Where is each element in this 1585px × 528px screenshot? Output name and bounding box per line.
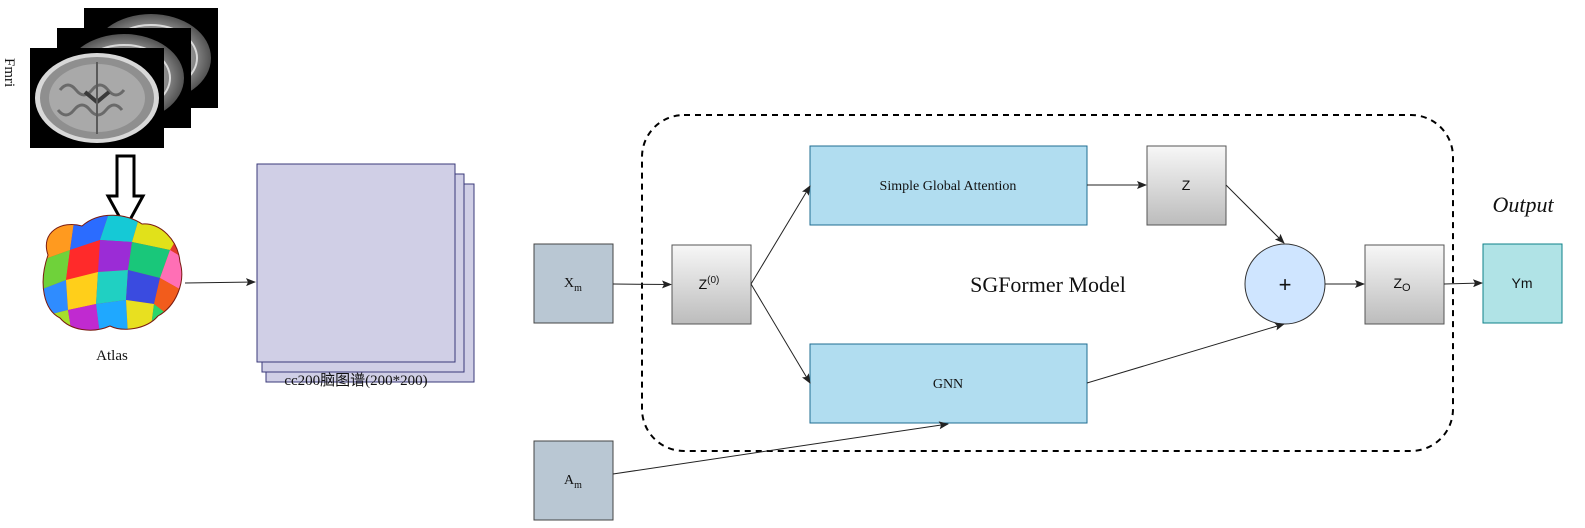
am-base: A	[564, 473, 575, 488]
am-input-box: Am	[533, 440, 614, 521]
am-sub: m	[574, 480, 582, 491]
zo-base: Z	[1393, 275, 1402, 291]
fmri-slice-stack	[30, 8, 218, 148]
z0-base: Z	[699, 276, 708, 292]
svg-text:Z(0): Z(0)	[699, 275, 720, 292]
output-heading: Output	[1492, 192, 1554, 217]
connectivity-matrix-stack	[256, 163, 475, 383]
sgformer-model-frame	[641, 114, 1454, 452]
atlas-brain-image	[42, 214, 183, 331]
gnn-block: GNN	[809, 343, 1088, 424]
sgformer-model-title: SGFormer Model	[970, 272, 1126, 297]
xm-sub: m	[574, 283, 582, 294]
arrow-z0-to-attention	[750, 185, 811, 285]
atlas-label: Atlas	[96, 348, 128, 364]
sum-node: +	[1244, 243, 1326, 325]
z0-box: Z(0)	[671, 244, 752, 325]
attention-label: Simple Global Attention	[880, 179, 1017, 194]
arrow-atlas-to-matrix	[184, 278, 256, 287]
fmri-slice-front	[30, 48, 164, 148]
xm-base: X	[564, 276, 574, 291]
z0-sup: (0)	[707, 275, 719, 286]
z-label: Z	[1182, 177, 1191, 193]
zo-box: ZO	[1364, 244, 1445, 325]
svg-text:ZO: ZO	[1393, 275, 1411, 294]
arrow-xm-to-z0	[612, 280, 672, 289]
xm-input-box: Xm	[533, 243, 614, 324]
arrow-zo-to-ym	[1443, 279, 1483, 288]
ym-output-box: Ym	[1482, 243, 1563, 324]
ym-label: Ym	[1512, 275, 1533, 291]
plus-icon: +	[1279, 272, 1292, 297]
hollow-down-arrow-icon	[105, 154, 146, 232]
simple-global-attention-block: Simple Global Attention	[809, 145, 1088, 226]
zo-sub: O	[1402, 282, 1411, 294]
matrix-page-front	[256, 163, 456, 363]
arrow-am-to-gnn	[612, 421, 949, 475]
arrow-gnn-to-sum	[1086, 322, 1285, 384]
svg-text:Xm: Xm	[564, 276, 582, 294]
arrow-z-to-sum	[1225, 184, 1285, 244]
arrow-z0-to-gnn	[750, 283, 811, 384]
matrix-caption: cc200脑图谱(200*200)	[284, 372, 427, 389]
fmri-label: Fmri	[1, 58, 17, 87]
z-box: Z	[1146, 145, 1227, 226]
svg-text:Am: Am	[564, 473, 582, 491]
gnn-label: GNN	[933, 377, 963, 392]
